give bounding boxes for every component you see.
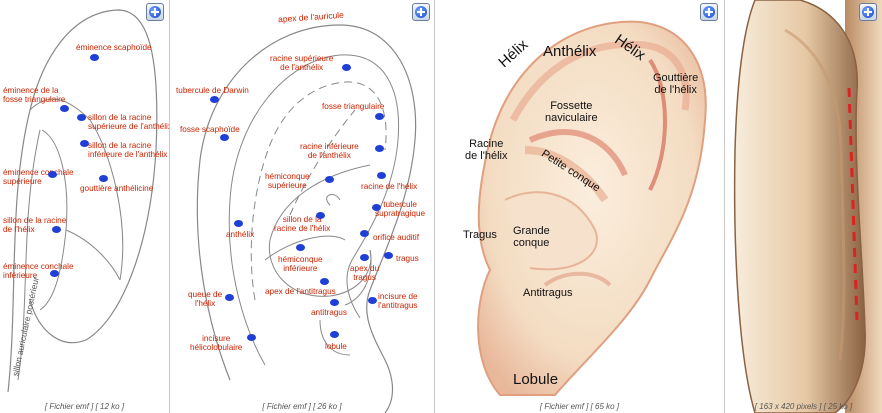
label-fosse-scaphoide: fosse scaphoïde — [180, 125, 240, 134]
label-apex-antitragus: apex de l'antitragus — [265, 287, 336, 296]
magnify-plus-icon — [415, 6, 427, 18]
label-tragus: Tragus — [463, 229, 497, 241]
label-orifice-auditif: orifice auditif — [373, 233, 419, 242]
label-anthelix: Anthélix — [543, 43, 597, 60]
dot-eminence-conchale-inf — [50, 270, 59, 277]
dot-sillon-racine-inf — [80, 140, 89, 147]
dot-fosse-scaphoide — [220, 134, 229, 141]
dot-tubercule-darwin — [210, 96, 219, 103]
dot-orifice-auditif — [360, 230, 369, 237]
posterior-face-outline — [7, 9, 158, 393]
label-tragus: tragus — [396, 254, 419, 263]
zoom-button-panel2[interactable] — [412, 3, 430, 21]
dot-sillon-racine-helix — [52, 226, 61, 233]
magnify-plus-icon — [862, 6, 874, 18]
illustrated-ear-drawing — [477, 20, 707, 396]
dot-eminence-scaphoide — [90, 54, 99, 61]
caption-panel2: [ Fichier emf ] [ 26 ko ] — [262, 402, 342, 411]
posterior-ear-photo — [733, 0, 882, 413]
dot-apex-antitragus — [320, 278, 329, 285]
panel-posterior-photo: [ 163 x 420 pixels ] [ 25 ko ] — [725, 0, 882, 413]
dot-eminence-conchale-sup — [48, 171, 57, 178]
dot-fosse-triangulaire — [60, 105, 69, 112]
zoom-button-panel4[interactable] — [859, 3, 877, 21]
dot-incisure-helicolobulaire — [247, 334, 256, 341]
dot-apex-tragus — [360, 254, 369, 261]
magnify-plus-icon — [149, 6, 161, 18]
caption-panel4: [ 163 x 420 pixels ] [ 25 ko ] — [754, 402, 853, 411]
label-antitragus: antitragus — [311, 308, 347, 317]
label-fosse-triangulaire: fosse triangulaire — [322, 102, 385, 111]
dot-sillon-racine-helix — [316, 212, 325, 219]
caption-panel1: [ Fichier emf ] [ 12 ko ] — [44, 402, 125, 411]
incision-line — [847, 87, 859, 321]
caption-panel3: [ Fichier emf ] [ 65 ko ] — [539, 402, 620, 411]
zoom-button-panel1[interactable] — [146, 3, 164, 21]
dot-racine-sup — [342, 64, 351, 71]
dot-lobule — [330, 331, 339, 338]
dot-queue-helix — [225, 294, 234, 301]
magnify-plus-icon — [703, 6, 715, 18]
label-lobule: Lobule — [513, 371, 559, 388]
label-racine-helix: racine de l'hélix — [361, 182, 418, 191]
dot-antitragus — [330, 299, 339, 306]
label-eminence-scaphoide: éminence scaphoïde — [76, 43, 152, 52]
label-tubercule-darwin: tubercule de Darwin — [176, 86, 249, 95]
dot-racine-inf — [375, 145, 384, 152]
label-gouttiere-anthelicine: gouttière anthélicine — [80, 184, 154, 193]
anterior-schema-outline — [196, 24, 417, 413]
label-antitragus: Antitragus — [523, 287, 573, 299]
dot-hemiconque-sup — [325, 176, 334, 183]
zoom-button-panel3[interactable] — [700, 3, 718, 21]
dot-incisure-antitragus — [368, 297, 377, 304]
dot-racine-helix — [377, 172, 386, 179]
dot-hemiconque-inf — [296, 244, 305, 251]
dot-sillon-racine-sup — [77, 114, 86, 121]
dot-anthelix — [234, 220, 243, 227]
dot-tubercule-supratragique — [372, 204, 381, 211]
label-lobule: lobule — [325, 342, 347, 351]
dot-tragus — [384, 252, 393, 259]
dot-fosse-triangulaire — [375, 113, 384, 120]
dot-gouttiere-anthelicine — [99, 175, 108, 182]
label-anthelix: anthélix — [226, 230, 255, 239]
